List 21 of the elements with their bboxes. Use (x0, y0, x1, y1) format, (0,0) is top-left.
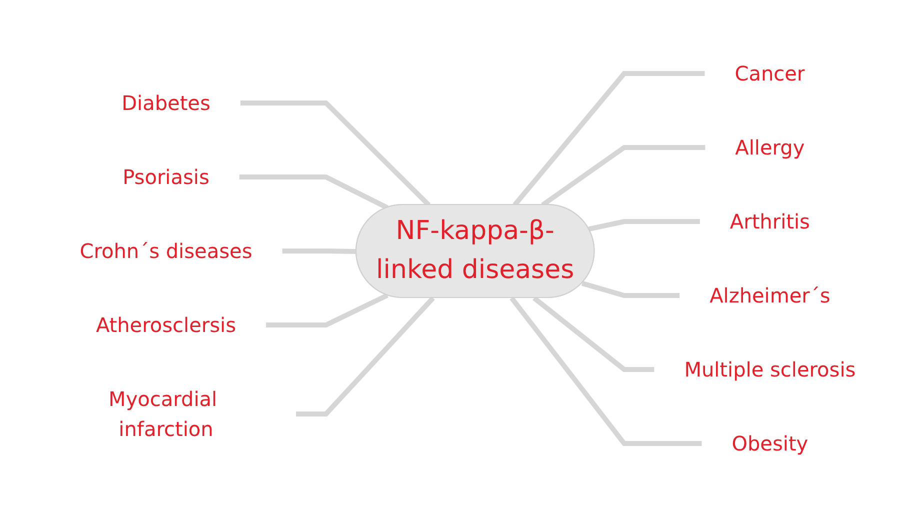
node-text: Alzheimer´s (709, 284, 830, 308)
node-text: Arthritis (730, 210, 810, 234)
connector (509, 296, 702, 446)
connector (532, 296, 654, 372)
connector (240, 100, 430, 207)
connector (581, 280, 680, 298)
node-text: Obesity (731, 431, 808, 456)
connector (239, 174, 388, 210)
node-text: Myocardial infarction (108, 387, 217, 441)
node-text: Atherosclersis (96, 313, 236, 337)
connector (588, 219, 700, 232)
node-text: Multiple sclerosis (684, 358, 856, 382)
node-text: Diabetes (121, 91, 210, 115)
node-text: Crohn´s diseases (79, 239, 252, 263)
connector (512, 71, 704, 207)
connector (266, 293, 388, 328)
connector (282, 248, 356, 254)
node-text: Allergy (734, 136, 804, 160)
node-text: Cancer (734, 62, 805, 86)
connector (296, 296, 435, 416)
node-text: Psoriasis (122, 165, 210, 189)
